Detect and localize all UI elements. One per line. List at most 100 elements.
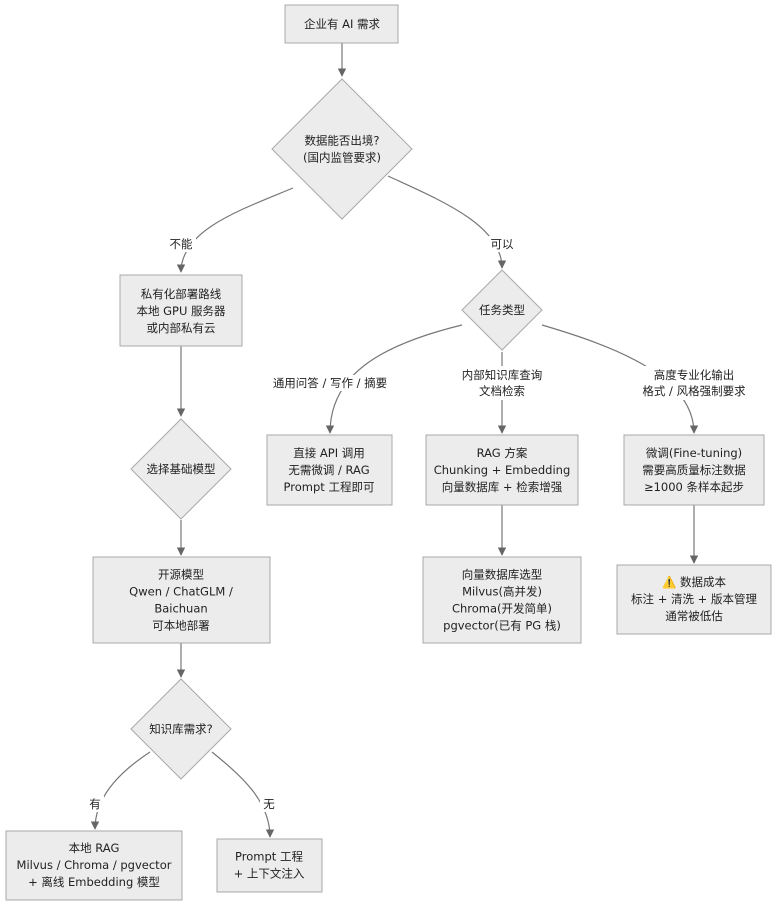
node-private-route-line: 本地 GPU 服务器 bbox=[136, 304, 226, 318]
node-data-cost-text: ⚠️ 数据成本标注 + 清洗 + 版本管理通常被低估 bbox=[631, 575, 757, 623]
edge-label-general-qa-bg bbox=[266, 375, 394, 391]
node-finetune: 微调(Fine-tuning)需要高质量标注数据≥1000 条样本起步 bbox=[623, 434, 765, 506]
node-kb-need-line: 知识库需求? bbox=[149, 722, 213, 736]
node-prompt-eng-box bbox=[216, 838, 323, 893]
node-private-route-text: 私有化部署路线本地 GPU 服务器或内部私有云 bbox=[136, 287, 226, 335]
node-local-rag-line: + 离线 Embedding 模型 bbox=[28, 875, 160, 889]
node-vector-db-line: pgvector(已有 PG 栈) bbox=[443, 619, 561, 633]
node-prompt-eng: Prompt 工程 + 上下文注入 bbox=[216, 838, 323, 893]
node-local-rag-text: 本地 RAG Milvus / Chroma / pgvector + 离线 Emb… bbox=[17, 841, 172, 889]
node-task-type: 任务类型 bbox=[461, 269, 543, 351]
node-data-cost-line: 通常被低估 bbox=[665, 609, 723, 623]
edge-data-exit-to-task-type bbox=[387, 175, 507, 269]
node-task-type-text: 任务类型 bbox=[479, 303, 525, 317]
edge-task-to-direct-api bbox=[325, 324, 463, 434]
node-kb-need-text: 知识库需求? bbox=[149, 722, 213, 736]
node-data-exit: 数据能否出境? (国内监管要求) bbox=[271, 78, 413, 220]
node-finetune-line: 微调(Fine-tuning) bbox=[646, 446, 742, 460]
edge-label-cannot-line: 不能 bbox=[170, 237, 193, 251]
node-open-models-line: 可本地部署 bbox=[152, 619, 210, 633]
edge-label-yes: 有 bbox=[86, 796, 104, 812]
node-choose-model: 选择基础模型 bbox=[130, 418, 232, 520]
node-open-models: 开源模型 Qwen / ChatGLM / Baichuan 可本地部署 bbox=[92, 556, 271, 644]
node-data-cost-box bbox=[616, 564, 772, 635]
node-rag-plan-line: 向量数据库 + 检索增强 bbox=[442, 480, 563, 494]
node-open-models-line: Qwen / ChatGLM / bbox=[129, 585, 233, 599]
node-rag-plan: RAG 方案 Chunking + Embedding 向量数据库 + 检索增强 bbox=[425, 434, 579, 506]
edge-label-no-bg bbox=[260, 796, 278, 812]
edge-label-yes-bg bbox=[86, 796, 104, 812]
node-finetune-text: 微调(Fine-tuning)需要高质量标注数据≥1000 条样本起步 bbox=[642, 446, 746, 494]
edge-label-can-line: 可以 bbox=[491, 237, 514, 251]
node-choose-model-text: 选择基础模型 bbox=[147, 462, 216, 476]
edge-label-internal-kb: 内部知识库查询文档检索 bbox=[455, 366, 549, 400]
node-data-cost-line: ⚠️ 数据成本 bbox=[662, 575, 726, 589]
node-direct-api-line: 直接 API 调用 bbox=[293, 446, 365, 460]
node-prompt-eng-line: + 上下文注入 bbox=[234, 867, 305, 881]
node-finetune-box bbox=[623, 434, 765, 506]
node-private-route-line: 或内部私有云 bbox=[147, 321, 216, 335]
node-choose-model-line: 选择基础模型 bbox=[147, 462, 216, 476]
node-open-models-line: 开源模型 bbox=[158, 568, 204, 582]
node-rag-plan-line: RAG 方案 bbox=[477, 446, 528, 460]
edge-label-specialized-line: 高度专业化输出 bbox=[654, 368, 735, 382]
node-vector-db-line: Milvus(高并发) bbox=[462, 585, 542, 599]
node-data-exit-diamond bbox=[271, 78, 413, 220]
edge-label-cannot: 不能 bbox=[166, 236, 196, 252]
node-start-line: 企业有 AI 需求 bbox=[304, 17, 381, 31]
node-task-type-diamond bbox=[461, 269, 543, 351]
node-prompt-eng-line: Prompt 工程 bbox=[235, 850, 303, 864]
node-rag-plan-line: Chunking + Embedding bbox=[434, 463, 571, 477]
edge-label-no-text: 无 bbox=[263, 797, 275, 811]
node-open-models-box bbox=[92, 556, 271, 644]
edge-kb-need-to-prompt bbox=[211, 751, 275, 838]
edge-label-no-line: 无 bbox=[263, 797, 275, 811]
edge-label-can-bg bbox=[487, 236, 517, 252]
node-data-cost: ⚠️ 数据成本标注 + 清洗 + 版本管理通常被低估 bbox=[616, 564, 772, 635]
node-private-route: 私有化部署路线本地 GPU 服务器或内部私有云 bbox=[119, 274, 243, 347]
node-data-exit-line: 数据能否出境? bbox=[304, 134, 379, 148]
node-local-rag-box bbox=[5, 830, 183, 901]
node-rag-plan-text: RAG 方案 Chunking + Embedding 向量数据库 + 检索增强 bbox=[434, 446, 571, 494]
node-direct-api-box bbox=[266, 434, 393, 506]
node-kb-need: 知识库需求? bbox=[130, 678, 232, 780]
node-open-models-text: 开源模型 Qwen / ChatGLM / Baichuan 可本地部署 bbox=[129, 568, 233, 633]
edge-label-cannot-bg bbox=[166, 236, 196, 252]
node-vector-db-box bbox=[422, 556, 582, 644]
node-task-type-line: 任务类型 bbox=[479, 303, 525, 317]
edge-label-general-qa: 通用问答 / 写作 / 摘要 bbox=[266, 375, 394, 391]
edge-label-yes-line: 有 bbox=[89, 797, 101, 811]
node-start-text: 企业有 AI 需求 bbox=[304, 17, 381, 31]
node-start-box bbox=[284, 4, 399, 44]
node-data-exit-line: (国内监管要求) bbox=[303, 151, 381, 165]
node-local-rag: 本地 RAG Milvus / Chroma / pgvector + 离线 Emb… bbox=[5, 830, 183, 901]
node-direct-api-line: 无需微调 / RAG bbox=[288, 463, 369, 477]
node-open-models-line: Baichuan bbox=[154, 602, 207, 616]
node-start: 企业有 AI 需求 bbox=[284, 4, 399, 44]
edge-label-specialized: 高度专业化输出格式 / 风格强制要求 bbox=[635, 366, 753, 400]
edge-data-exit-to-private bbox=[176, 187, 294, 273]
node-local-rag-line: 本地 RAG bbox=[69, 841, 120, 855]
node-vector-db-line: 向量数据库选型 bbox=[462, 568, 543, 582]
edge-label-general-qa-text: 通用问答 / 写作 / 摘要 bbox=[273, 376, 387, 390]
node-choose-model-diamond bbox=[130, 418, 232, 520]
edge-label-internal-kb-line: 文档检索 bbox=[479, 384, 525, 398]
edge-label-yes-text: 有 bbox=[89, 797, 101, 811]
edge-label-no: 无 bbox=[260, 796, 278, 812]
edge-labels-layer: 不能 可以 通用问答 / 写作 / 摘要 内部知识库查询文档检索 高度专业化输出… bbox=[86, 236, 753, 812]
node-data-cost-line: 标注 + 清洗 + 版本管理 bbox=[631, 592, 757, 606]
node-local-rag-line: Milvus / Chroma / pgvector bbox=[17, 858, 172, 872]
node-private-route-line: 私有化部署路线 bbox=[141, 287, 222, 301]
node-finetune-line: 需要高质量标注数据 bbox=[642, 463, 746, 477]
edge-label-specialized-text: 高度专业化输出格式 / 风格强制要求 bbox=[642, 368, 746, 398]
nodes-layer: 企业有 AI 需求 数据能否出境? (国内监管要求) 私有化部署路线本地 GPU … bbox=[5, 4, 772, 901]
edge-label-cannot-text: 不能 bbox=[170, 237, 193, 251]
edge-label-internal-kb-text: 内部知识库查询文档检索 bbox=[462, 368, 543, 398]
edge-task-to-finetune bbox=[541, 324, 699, 434]
edge-label-specialized-bg bbox=[635, 366, 753, 400]
